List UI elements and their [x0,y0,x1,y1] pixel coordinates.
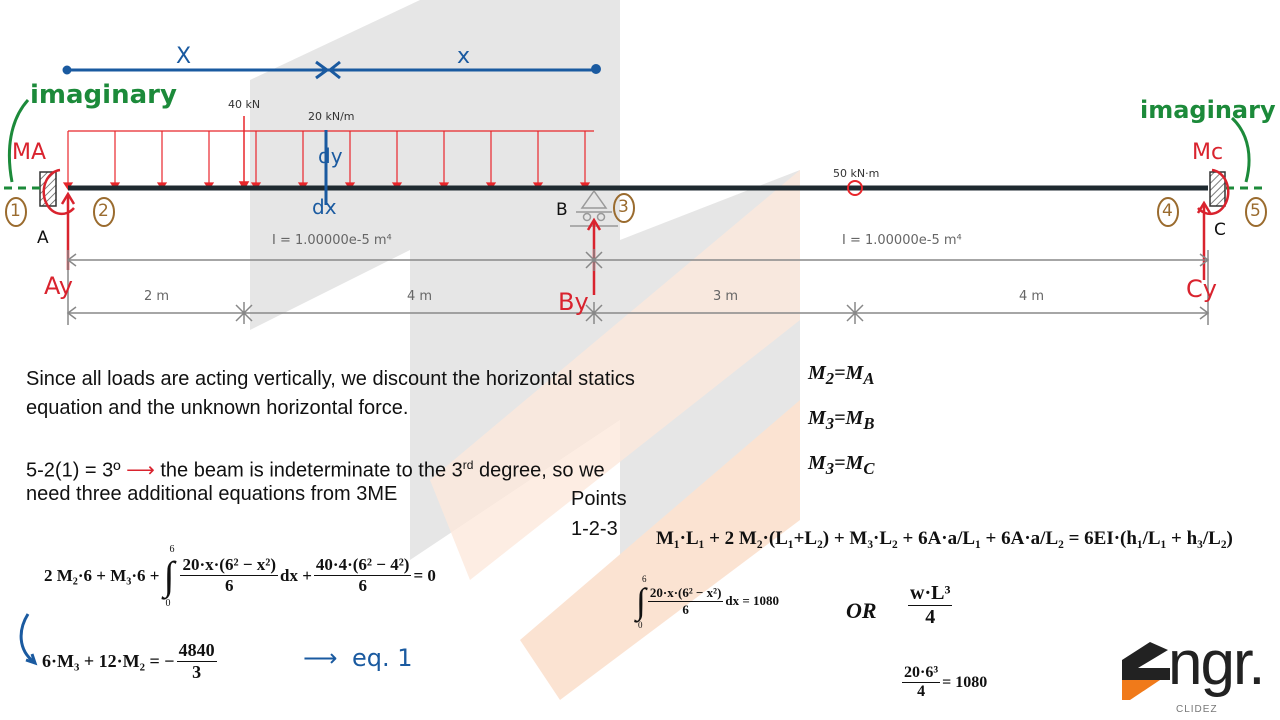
dimension-tick [585,302,603,324]
support-a-label: A [37,228,49,248]
moment-load-label: 50 kN·m [833,167,880,180]
inertia-label-2: I = 1.00000e-5 m⁴ [842,233,962,248]
dimension-tick [846,302,864,324]
three-moment-equation: M₁·L₁ + 2 M₂·(L₁+L₂) + M₃·L₂ + 6A·a/L₁ +… [656,528,1233,549]
integral-result: ∫ 6 0 20·x·(6² − x²)6 dx = 1080 [636,574,780,630]
point-load-label: 40 kN [228,98,261,111]
x-dimension-arrow [62,60,601,80]
eq1-label: eq. 1 [352,644,413,672]
eq1-arrow-icon: ⟶ [303,644,338,672]
degree-calc: 5-2(1) = 3º [26,459,121,482]
ordinal-suffix: rd [462,458,474,472]
dist-load-label: 20 kN/m [308,110,355,123]
span-label-2: 4 m [407,289,433,304]
eq-m3-mc: M3=MC [808,452,875,478]
explanation-line-2: equation and the unknown horizontal forc… [26,397,409,419]
dimension-tick [235,302,253,324]
span-label-3: 3 m [713,289,739,304]
integral-sign-small: ∫ 6 0 [636,574,647,630]
x-label-right: x [457,44,471,69]
x-label-left: X [176,44,192,69]
points-label: Points [571,488,627,510]
moment-c-label: Mc [1192,140,1224,165]
node-markers [5,193,1267,227]
support-c-label: C [1214,220,1226,240]
dimension-lines [66,249,1210,325]
span-label-4: 4 m [1019,289,1045,304]
imaginary-left-arrow [7,98,30,183]
curved-arrow-icon [19,613,38,666]
reaction-ay-label: Ay [44,272,73,300]
imaginary-label-left: imaginary [30,80,177,110]
explanation-line-1: Since all loads are acting vertically, w… [26,368,635,390]
engr-logo-subtext: CLIDEZ [1176,704,1218,715]
dimension-tick [585,249,603,271]
eq-m2-ma: M2=MA [808,362,875,388]
roller-support-b [570,189,618,227]
moment-a-icon [42,168,75,216]
or-label: OR [846,598,877,623]
explanation-line-3: 5-2(1) = 3º ⟶ the beam is indeterminate … [26,452,605,484]
arrow-icon: ⟶ [126,459,155,482]
point-load-arrow [238,116,250,191]
explanation-line-4: need three additional equations from 3ME [26,483,398,505]
imaginary-label-right: imaginary [1140,96,1276,124]
engr-logo-text: ngr. [1168,629,1265,698]
engr-logo-mark [1122,642,1170,700]
support-b-label: B [556,200,568,220]
node-5: 5 [1250,201,1261,221]
indeterminate-tail: degree, so we [473,459,605,482]
dx-label: dx [312,195,337,219]
imaginary-right-arrow [1230,116,1251,183]
eq-m3-mb: M3=MB [808,407,875,433]
indeterminate-text: the beam is indeterminate to the 3 [160,459,463,482]
dy-label: dy [318,144,343,168]
moment-c-icon [1197,168,1230,216]
integral-sign: ∫ 6 0 [163,544,175,609]
span-label-1: 2 m [144,289,170,304]
node-3: 3 [618,197,629,217]
reaction-by-label: By [558,288,589,316]
node-4: 4 [1162,201,1173,221]
moment-a-label: MA [12,140,47,165]
node-1: 1 [10,201,21,221]
reaction-cy-label: Cy [1186,275,1217,303]
main-equation: 2 M₂·6 + M₃·6 + ∫ 6 0 20·x·(6² − x²)6 dx… [44,544,436,609]
node-2: 2 [98,201,109,221]
moment-load-icon [847,180,863,196]
watermark [250,0,800,700]
points-ids: 1-2-3 [571,518,618,540]
inertia-label-1: I = 1.00000e-5 m⁴ [272,233,392,248]
